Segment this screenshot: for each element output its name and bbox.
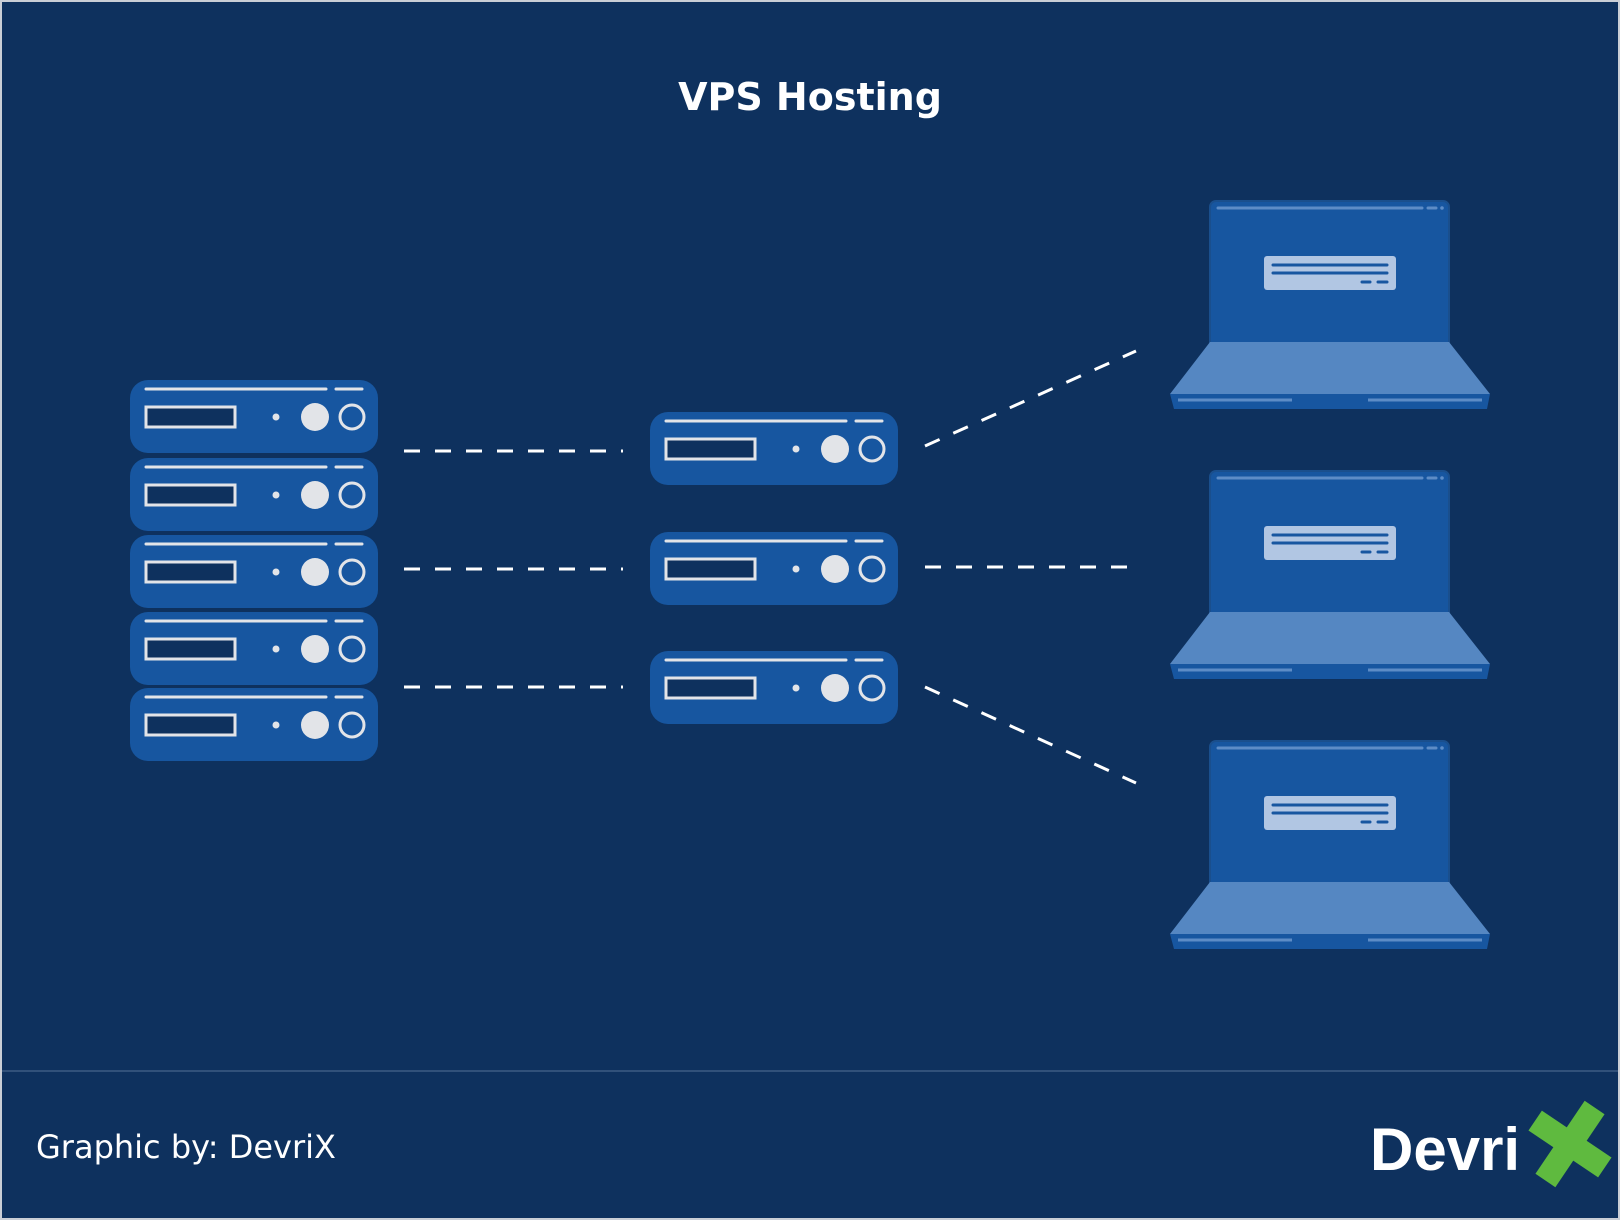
browser-bar-dot — [1440, 746, 1444, 750]
drive-slot — [144, 405, 237, 429]
server-body — [130, 535, 378, 608]
logo-text: Devri — [1370, 1116, 1520, 1183]
laptop-base-edge — [1170, 394, 1490, 409]
ring-button-icon — [858, 555, 886, 583]
server-rack-icon — [130, 612, 378, 685]
server-rack-icon — [130, 458, 378, 531]
power-button-icon — [821, 435, 849, 463]
laptop-icon — [1170, 740, 1490, 949]
connections — [404, 349, 1137, 785]
laptop-icon — [1170, 200, 1490, 409]
diagram-title: VPS Hosting — [678, 75, 942, 119]
drive-slot — [664, 437, 757, 461]
ring-button-icon — [338, 558, 366, 586]
power-button-icon — [301, 711, 329, 739]
ring-button-icon — [338, 635, 366, 663]
indicator-light — [272, 413, 280, 421]
laptop-keyboard-deck — [1170, 342, 1490, 394]
indicator-light — [272, 491, 280, 499]
server-rack-icon — [130, 688, 378, 761]
power-button-icon — [821, 674, 849, 702]
ring-button-icon — [858, 674, 886, 702]
server-body — [650, 651, 898, 724]
laptop-keyboard-deck — [1170, 612, 1490, 664]
indicator-light — [792, 684, 800, 692]
indicator-light — [272, 721, 280, 729]
laptop-icon — [1170, 470, 1490, 679]
laptop-base-edge — [1170, 664, 1490, 679]
footer-credit: Graphic by: DevriX — [36, 1128, 336, 1166]
drive-slot — [144, 483, 237, 507]
drive-slot — [664, 557, 757, 581]
ring-button-icon — [338, 711, 366, 739]
browser-bar-dot — [1440, 206, 1444, 210]
server-body — [130, 688, 378, 761]
drive-slot — [144, 713, 237, 737]
server-body — [650, 532, 898, 605]
virtual-servers — [650, 412, 898, 724]
server-icon — [650, 532, 898, 605]
power-button-icon — [301, 403, 329, 431]
power-button-icon — [301, 558, 329, 586]
ring-button-icon — [858, 435, 886, 463]
ring-button-icon — [338, 403, 366, 431]
physical-server-rack — [130, 380, 378, 761]
drive-slot — [144, 637, 237, 661]
power-button-icon — [301, 635, 329, 663]
devrix-logo: Devri — [1370, 1100, 1612, 1188]
laptop-keyboard-deck — [1170, 882, 1490, 934]
server-body — [650, 412, 898, 485]
drive-slot — [144, 560, 237, 584]
laptop-base-edge — [1170, 934, 1490, 949]
indicator-light — [272, 568, 280, 576]
connection-line — [924, 349, 1137, 448]
indicator-light — [792, 565, 800, 573]
logo-x-mark — [1528, 1100, 1612, 1188]
ring-button-icon — [338, 481, 366, 509]
server-icon — [650, 412, 898, 485]
power-button-icon — [821, 555, 849, 583]
power-button-icon — [301, 481, 329, 509]
indicator-light — [272, 645, 280, 653]
server-body — [130, 612, 378, 685]
server-rack-icon — [130, 380, 378, 453]
connection-line — [924, 685, 1137, 785]
server-icon — [650, 651, 898, 724]
server-rack-icon — [130, 535, 378, 608]
server-body — [130, 458, 378, 531]
server-body — [130, 380, 378, 453]
client-laptops — [1170, 200, 1490, 949]
browser-bar-dot — [1440, 476, 1444, 480]
drive-slot — [664, 676, 757, 700]
indicator-light — [792, 445, 800, 453]
